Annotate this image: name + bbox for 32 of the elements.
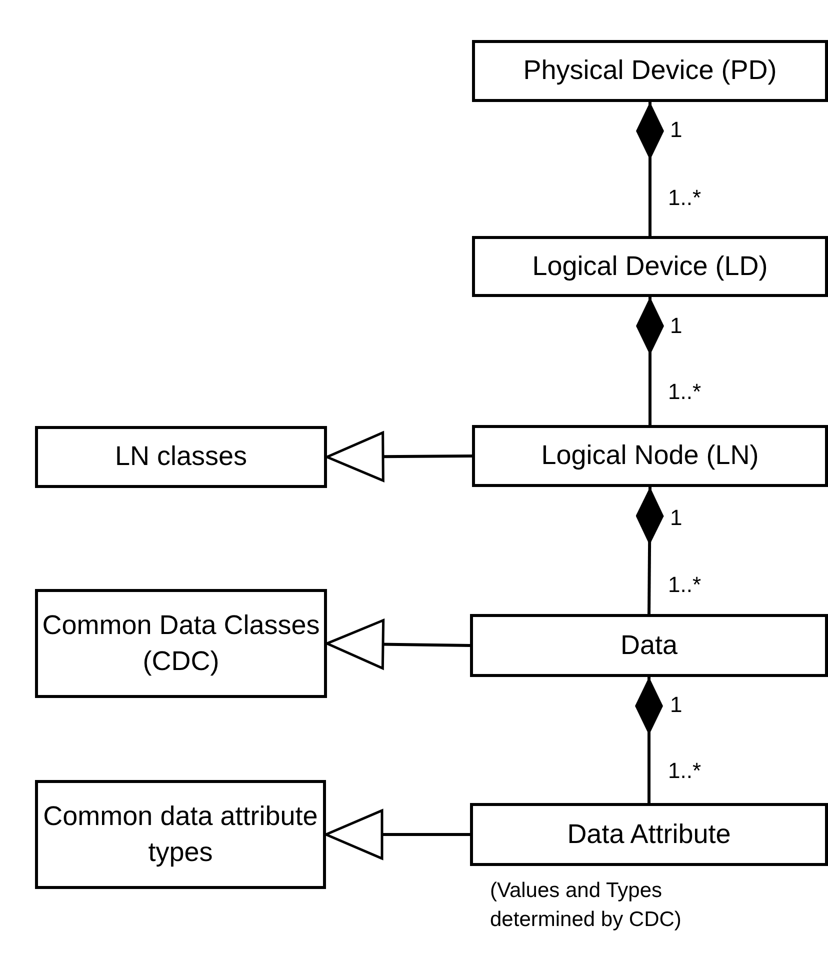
composition-connector <box>636 102 664 236</box>
multiplicity-label: 1 <box>670 117 682 143</box>
composition-connector <box>636 486 664 614</box>
multiplicity-label: 1 <box>670 692 682 718</box>
note-text: (Values and Types determined by CDC) <box>490 878 682 934</box>
class-box <box>472 40 828 102</box>
class-name: Logical Node (LN) <box>541 439 759 472</box>
class-box <box>470 803 828 866</box>
multiplicity-label: 1..* <box>668 379 702 405</box>
class-name: LN classes <box>114 440 248 474</box>
class-box <box>35 589 327 698</box>
class-name: Common data attribute types <box>42 800 319 869</box>
class-box <box>35 780 326 889</box>
composition-connector <box>635 677 663 803</box>
multiplicity-label: 1..* <box>668 758 702 784</box>
multiplicity-label: 1 <box>670 313 682 339</box>
generalization-arrow <box>326 619 470 670</box>
multiplicity-label: 1..* <box>668 185 702 211</box>
class-name: Data Attribute <box>567 818 731 851</box>
class-name: Common Data Classes (CDC) <box>41 609 321 678</box>
class-name: Physical Device (PD) <box>523 54 777 88</box>
class-box <box>470 614 828 677</box>
class-name: Data <box>620 628 678 662</box>
class-box <box>472 236 828 297</box>
generalization-arrow <box>324 809 470 860</box>
class-box <box>472 425 828 487</box>
composition-connector <box>636 297 664 425</box>
class-box <box>35 426 327 488</box>
multiplicity-label: 1..* <box>668 572 702 598</box>
generalization-arrow <box>326 431 472 482</box>
multiplicity-label: 1 <box>670 505 682 531</box>
class-name: Logical Device (LD) <box>532 250 768 283</box>
